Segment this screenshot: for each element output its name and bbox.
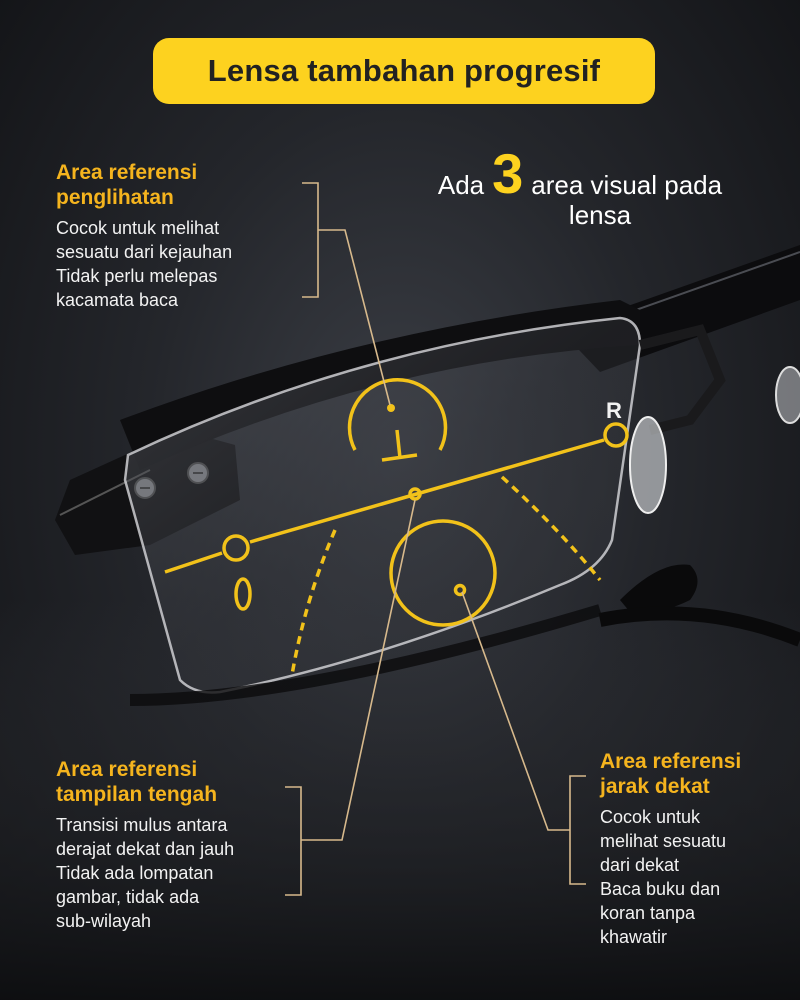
nose-bridge <box>638 324 726 435</box>
callout-near-zone: Area referensi jarak dekat Cocok untuk m… <box>600 749 790 949</box>
headline-prefix: Ada <box>437 170 485 200</box>
callout-near-body: Cocok untuk melihat sesuatu dari dekat B… <box>600 807 727 947</box>
headline-line2: lensa <box>568 200 632 230</box>
headline-suffix: area visual pada <box>531 170 723 200</box>
callout-distance-zone: Area referensi penglihatan Cocok untuk m… <box>56 160 306 312</box>
lens-zone-diagram <box>164 378 629 676</box>
title-banner: Lensa tambahan progresif <box>153 38 655 104</box>
headline-number: 3 <box>492 142 524 205</box>
callout-distance-heading: Area referensi penglihatan <box>56 161 198 209</box>
temple-lower-arm <box>598 606 800 647</box>
callout-middle-heading: Area referensi tampilan tengah <box>56 758 218 806</box>
headline: Ada 3 area visual pada lensa <box>400 142 760 231</box>
leader-lines <box>285 182 586 896</box>
callout-near-heading: Area referensi jarak dekat <box>600 750 742 798</box>
lens-marker-r: R <box>606 398 622 423</box>
near-zone-circle <box>389 519 497 627</box>
temple-tip <box>620 564 698 613</box>
near-zone-ellipse <box>234 577 252 611</box>
callout-distance-body: Cocok untuk melihat sesuatu dari kejauha… <box>56 218 233 310</box>
center-dot <box>408 487 422 501</box>
far-zone-arc <box>347 378 448 451</box>
axis-right-circle <box>603 422 629 448</box>
callout-middle-body: Transisi mulus antara derajat dekat dan … <box>56 815 235 931</box>
corridor-left <box>290 529 337 676</box>
title-text: Lensa tambahan progresif <box>207 53 601 88</box>
frame-reflection <box>129 604 602 706</box>
axis-left-circle <box>222 534 250 562</box>
nose-pad <box>629 416 667 514</box>
second-nose-pad <box>775 366 800 424</box>
callout-middle-zone: Area referensi tampilan tengah Transisi … <box>56 757 296 933</box>
corridor-right <box>500 475 602 582</box>
